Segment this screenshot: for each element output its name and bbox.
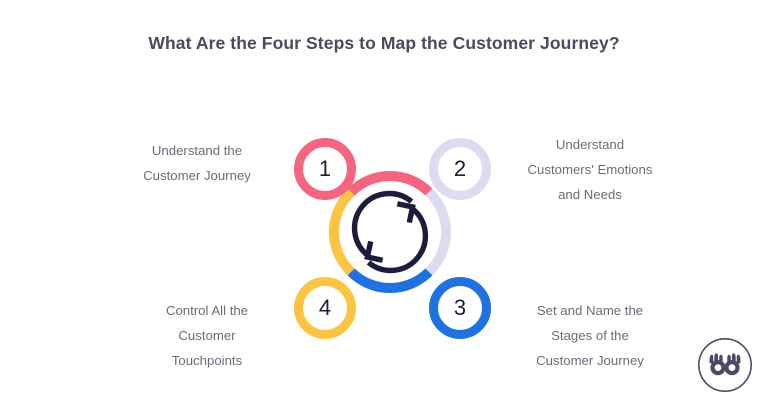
label-line: Customers' Emotions bbox=[527, 162, 653, 177]
center-ring bbox=[329, 170, 451, 294]
step-circle-3[interactable] bbox=[429, 277, 491, 339]
center-ring-arc-step-1 bbox=[347, 170, 433, 196]
label-line: Control All the bbox=[165, 303, 249, 318]
label-line: Set and Name the bbox=[536, 303, 644, 318]
refresh-cycle-arrow-icon bbox=[351, 190, 429, 274]
label-line: Understand bbox=[555, 137, 625, 152]
logo-owl-glyph bbox=[709, 353, 741, 376]
page-title: What Are the Four Steps to Map the Custo… bbox=[148, 33, 620, 53]
cycle-arrowhead-top bbox=[396, 201, 416, 224]
label-line: Stages of the bbox=[551, 328, 629, 343]
label-line: Customer bbox=[178, 328, 236, 343]
center-ring-arc-step-2 bbox=[425, 188, 451, 276]
label-line: Touchpoints bbox=[171, 353, 243, 368]
label-line: Customer Journey bbox=[143, 168, 251, 183]
step-circle-2[interactable] bbox=[429, 138, 491, 200]
cycle-arrowhead-bottom bbox=[364, 240, 384, 263]
label-line: and Needs bbox=[558, 187, 622, 202]
label-line: Customer Journey bbox=[536, 353, 644, 368]
step-circle-1[interactable] bbox=[294, 138, 356, 200]
step-circle-4[interactable] bbox=[294, 277, 356, 339]
label-line: Understand the bbox=[151, 143, 243, 158]
owl-glasses-logo bbox=[697, 337, 753, 393]
center-ring-arc-step-4 bbox=[329, 188, 355, 276]
center-ring-arc-step-3 bbox=[347, 268, 433, 294]
